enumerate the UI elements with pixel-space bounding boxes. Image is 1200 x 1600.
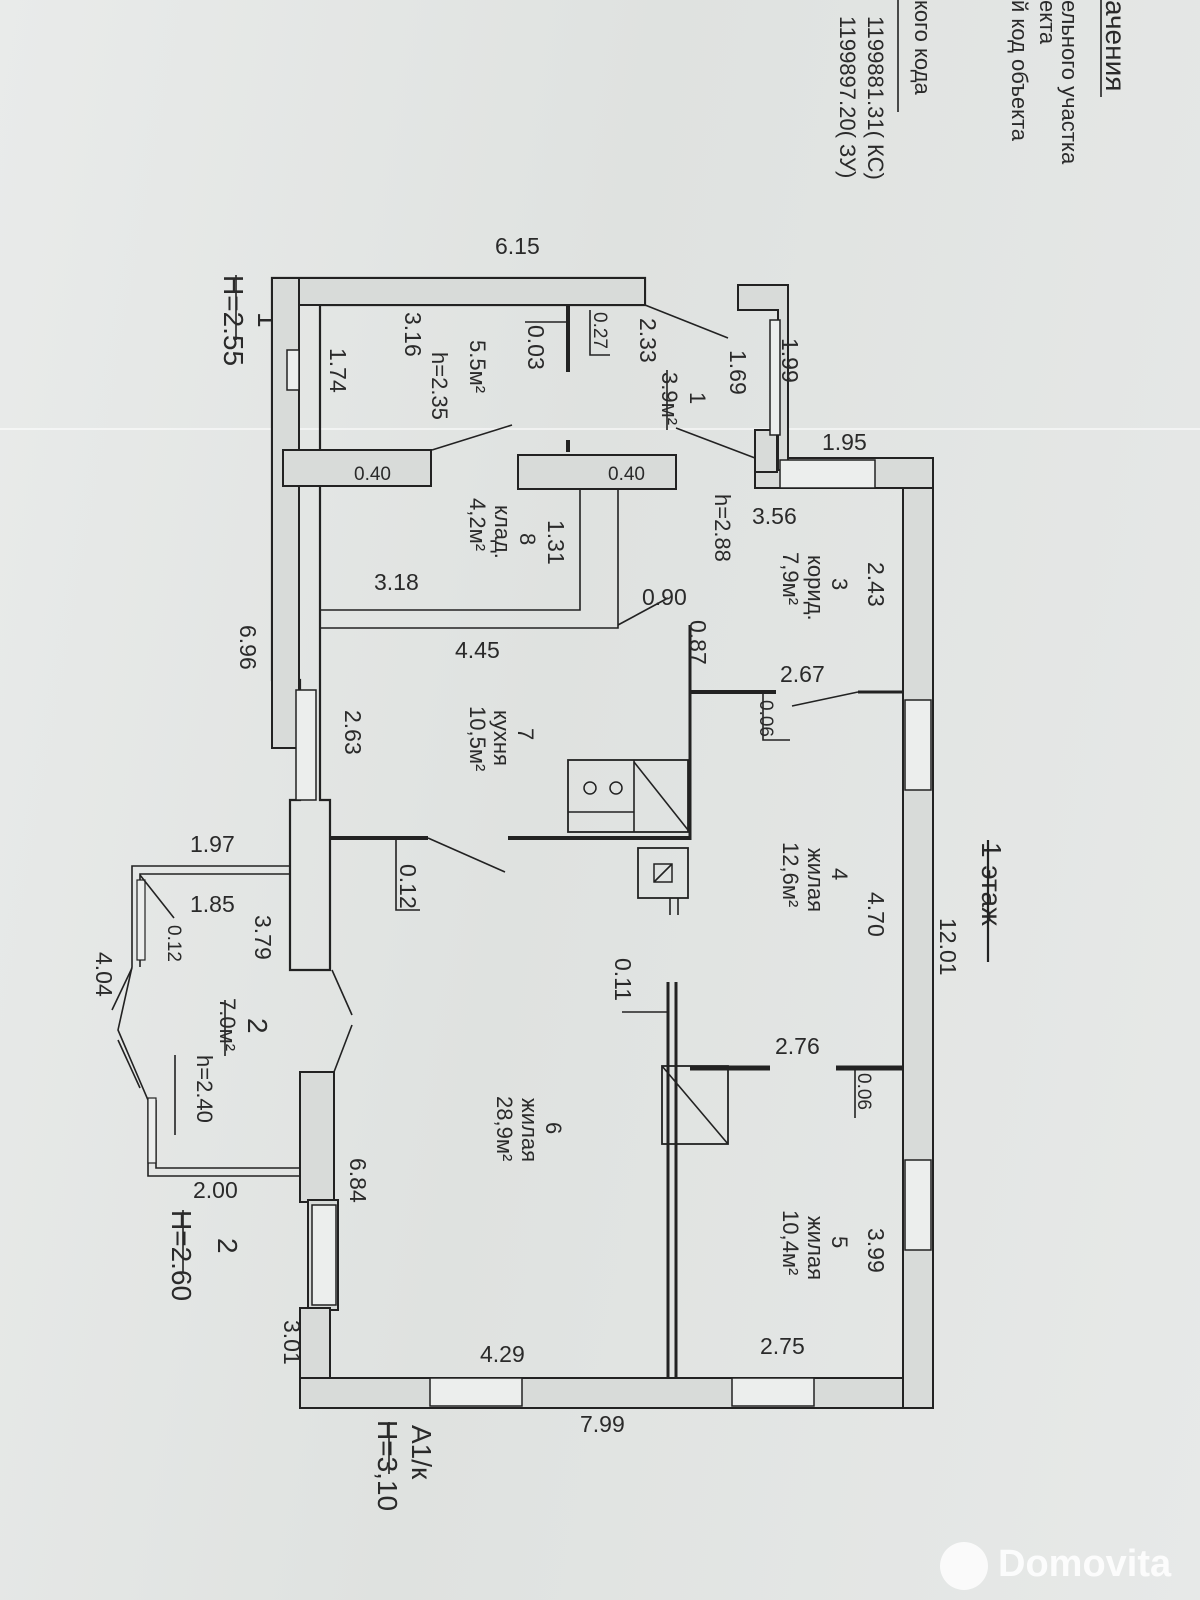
floor-title: 1 этаж (976, 842, 1007, 926)
dim-0-12-bay: 0.12 (163, 925, 184, 962)
dim-1-97: 1.97 (190, 831, 235, 857)
dim-3-56: 3.56 (752, 503, 797, 529)
room-5-number: 5 (827, 1236, 852, 1248)
kitchen-stove (567, 759, 689, 915)
dim-3-16: 3.16 (400, 312, 426, 357)
dim-4-04: 4.04 (91, 952, 117, 997)
dim-2-00: 2.00 (193, 1177, 238, 1203)
ceiling-height-label: h=2.88 (710, 494, 735, 562)
room-labels: 1 3.9м² 5.5м² h=2.35 8 клад. 4,2м² 3 кор… (174, 340, 852, 1280)
annex-room-area: 5.5м² (465, 340, 490, 393)
cadastral-code-zu: 1199897.20( ЗУ) (835, 16, 860, 178)
block-1-height: H=2.55 (218, 275, 249, 366)
dim-3-79: 3.79 (250, 915, 276, 960)
dim-0-12-kitchen: 0.12 (395, 864, 421, 909)
room-3-number: 3 (827, 578, 852, 590)
dim-1-85: 1.85 (190, 891, 235, 917)
room-6-number: 6 (541, 1122, 566, 1134)
dim-1-95: 1.95 (822, 429, 867, 455)
room-1-area: 3.9м² (657, 372, 682, 425)
dim-2-33: 2.33 (635, 318, 661, 363)
dim-0-40-right: 0.40 (608, 464, 645, 485)
room-3-area: 7,9м² (778, 552, 803, 605)
dim-3-99: 3.99 (863, 1228, 889, 1273)
dim-1-99: 1.99 (777, 338, 803, 383)
dim-2-67: 2.67 (780, 661, 825, 687)
dim-0-90: 0.90 (642, 584, 687, 610)
annex-room-height: h=2.35 (427, 352, 452, 420)
dim-4-70: 4.70 (863, 892, 889, 937)
room-6-name: жилая (517, 1098, 542, 1162)
dim-1-31: 1.31 (543, 520, 569, 565)
dim-7-99: 7.99 (580, 1411, 625, 1437)
room-8-area: 4,2м² (465, 498, 490, 551)
dim-3-01: 3.01 (279, 1320, 305, 1365)
dim-2-63: 2.63 (340, 710, 366, 755)
dim-1-69: 1.69 (725, 350, 751, 395)
dim-2-75: 2.75 (760, 1333, 805, 1359)
dim-0-27: 0.27 (589, 312, 610, 349)
dim-12-01: 12.01 (935, 918, 961, 976)
room-2-area: 7.0м² (215, 998, 240, 1051)
room-2-height: h=2.40 (192, 1055, 217, 1123)
windows (136, 319, 932, 1407)
room-7-area: 10,5м² (465, 706, 490, 771)
dim-6-96: 6.96 (235, 625, 261, 670)
dim-6-15: 6.15 (495, 233, 540, 259)
header-code-title: кого кода (910, 0, 935, 95)
room-1-number: 1 (685, 392, 710, 404)
room-4-area: 12,6м² (778, 842, 803, 907)
dim-1-74: 1.74 (325, 348, 351, 393)
watermark-logo-icon (940, 1542, 988, 1590)
room-7-name: кухня (489, 710, 514, 766)
dimension-labels: 6.15 3.16 1.74 0.27 0.03 2.33 1.69 1.99 … (91, 233, 961, 1437)
dim-0-06-top: 0.06 (755, 700, 776, 737)
cadastral-code-ks: 1199881.31( КС) (863, 16, 888, 180)
block-2-number: 2 (212, 1238, 243, 1254)
room-4-number: 4 (827, 868, 852, 880)
room-8-number: 8 (515, 533, 540, 545)
room-7-number: 7 (513, 728, 538, 740)
header-heading: ачения (1100, 0, 1131, 91)
block-a1-number: A1/к (406, 1425, 437, 1480)
living-stove (661, 1065, 729, 1145)
block-a1-height: H=3,10 (372, 1420, 403, 1511)
dim-6-84: 6.84 (345, 1158, 371, 1203)
room-8-name: клад. (490, 505, 515, 559)
room-5-area: 10,4м² (778, 1210, 803, 1275)
watermark-text: Domovita (998, 1543, 1172, 1585)
dim-0-11: 0.11 (610, 958, 636, 1001)
leader-lines (111, 304, 856, 1118)
dim-4-29: 4.29 (480, 1341, 525, 1367)
room-4-name: жилая (803, 848, 828, 912)
header-block: ачения ельного участка екта й код объект… (835, 0, 1131, 180)
room-5-name: жилая (803, 1216, 828, 1280)
dim-0-87: 0.87 (685, 620, 711, 665)
room-2-number: 2 (242, 1018, 273, 1034)
dim-3-18: 3.18 (374, 569, 419, 595)
paper-fold-line (0, 428, 1200, 430)
dim-0-06-bottom: 0.06 (853, 1073, 874, 1110)
header-line-3: й код объекта (1007, 0, 1032, 142)
header-line-1: ельного участка (1057, 0, 1082, 165)
door-swings (427, 304, 859, 873)
dim-0-03: 0.03 (523, 325, 549, 370)
dim-2-76: 2.76 (775, 1033, 820, 1059)
dim-4-45: 4.45 (455, 637, 500, 663)
room-6-area: 28,9м² (492, 1096, 517, 1161)
header-line-2: екта (1035, 0, 1060, 45)
dim-0-40-left: 0.40 (354, 464, 391, 485)
block-2-height: H=2.60 (166, 1210, 197, 1301)
dim-2-43: 2.43 (863, 562, 889, 607)
room-3-name: корид. (803, 555, 828, 621)
